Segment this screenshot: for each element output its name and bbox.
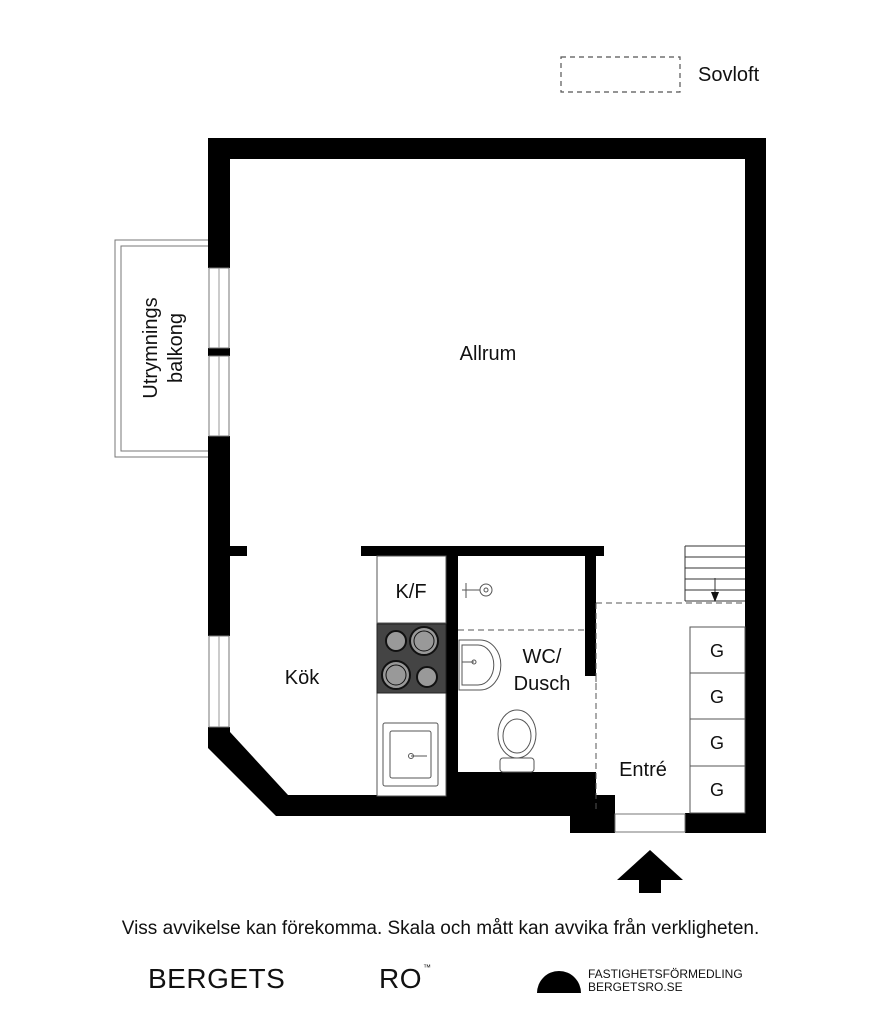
firm-logo-icon bbox=[537, 971, 581, 993]
room-label-allrum: Allrum bbox=[460, 343, 517, 365]
room-label-wc-line2: Dusch bbox=[514, 673, 571, 695]
brand-left: BERGETS bbox=[148, 963, 286, 994]
firm-name: FASTIGHETSFÖRMEDLING BERGETSRO.SE bbox=[588, 968, 743, 994]
wardrobes bbox=[689, 626, 746, 814]
window-left-upper bbox=[208, 267, 230, 349]
entrance-arrow-icon bbox=[617, 850, 683, 893]
firm-name-line1: FASTIGHETSFÖRMEDLING bbox=[588, 967, 743, 981]
brand-trademark: ™ bbox=[423, 963, 432, 972]
room-label-entre: Entré bbox=[619, 759, 667, 781]
brand-right: RO™ bbox=[379, 963, 432, 995]
room-label-kok: Kök bbox=[285, 667, 320, 689]
wardrobe-label: G bbox=[710, 733, 724, 753]
wardrobe-label: G bbox=[710, 641, 724, 661]
entrance-door bbox=[614, 813, 686, 833]
window-left-middle bbox=[208, 355, 230, 437]
outer-walls bbox=[208, 138, 766, 833]
wardrobe-label: G bbox=[710, 780, 724, 800]
room-label-balkong-line1: Utrymnings bbox=[140, 297, 162, 398]
interior-walls bbox=[361, 546, 604, 796]
sovloft-outline bbox=[458, 602, 745, 813]
window-kitchen bbox=[208, 635, 230, 728]
wardrobe-label: G bbox=[710, 687, 724, 707]
room-label-balkong-line2: balkong bbox=[165, 313, 187, 383]
shower-icon bbox=[462, 583, 493, 598]
stairs-arrow-icon bbox=[711, 592, 719, 602]
firm-name-line2: BERGETSRO.SE bbox=[588, 980, 683, 994]
sovloft-legend-label: Sovloft bbox=[698, 64, 760, 86]
stove-icon bbox=[376, 623, 447, 694]
sovloft-legend-swatch bbox=[560, 56, 681, 93]
balcony bbox=[114, 239, 210, 458]
disclaimer: Viss avvikelse kan förekomma. Skala och … bbox=[121, 918, 760, 939]
room-label-kf: K/F bbox=[395, 581, 426, 603]
kitchen-sink-icon bbox=[382, 722, 439, 787]
toilet-icon bbox=[497, 709, 537, 773]
washbasin-icon bbox=[458, 639, 502, 691]
brand-right-text: RO bbox=[379, 963, 422, 994]
room-label-wc-line1: WC/ bbox=[523, 646, 562, 668]
